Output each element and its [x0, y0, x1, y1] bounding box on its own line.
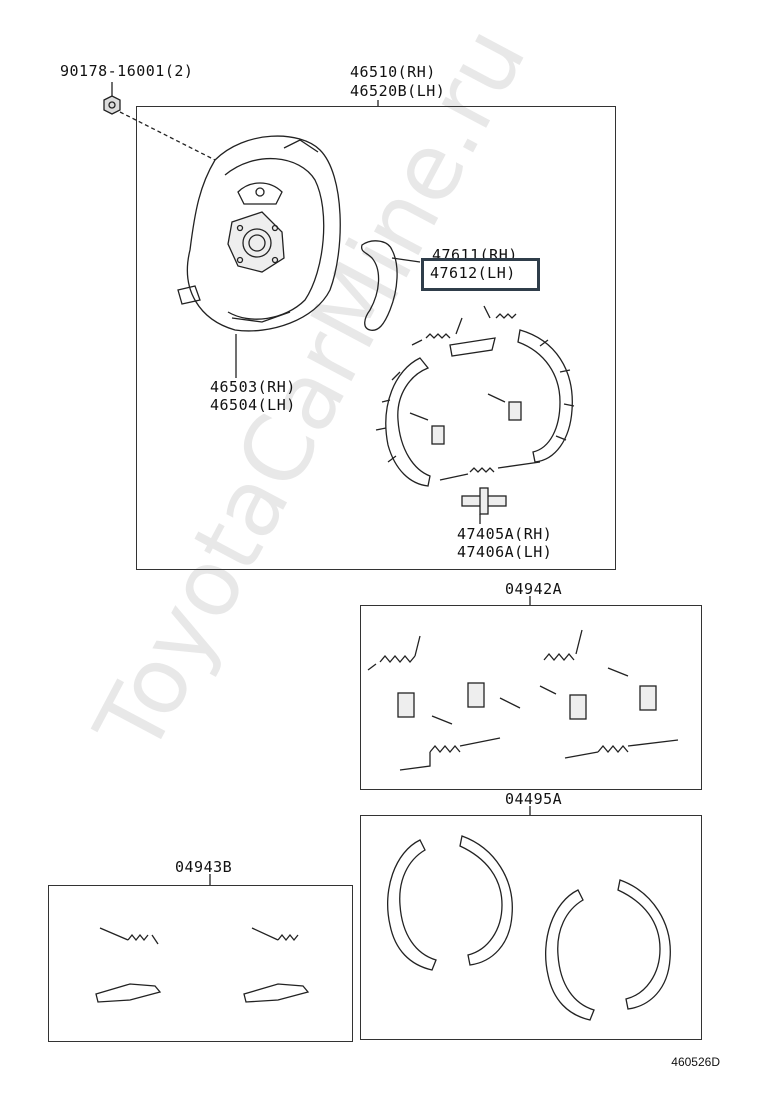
kit-small-strut-icon — [95, 983, 310, 1003]
lever-lh-number: 47612(LH) — [430, 264, 516, 282]
kit-small-spring-icon — [99, 927, 299, 945]
kit-spring-2-icon — [543, 629, 583, 662]
nut-part-number: 90178-16001(2) — [60, 62, 194, 80]
spring-upper-icon — [483, 305, 517, 319]
backing-plate-icon — [177, 135, 341, 332]
diagram-reference-code: 460526D — [671, 1055, 720, 1069]
shield-rh-number: 46503(RH) — [210, 378, 296, 396]
hold-down-cup-icon — [431, 401, 522, 445]
kit-shoe-pair-1-icon — [387, 835, 513, 971]
adjuster-rh-number: 47405A(RH) — [457, 525, 553, 543]
highlighted-part-box — [421, 258, 540, 291]
backing-plate-rh-number: 46510(RH) — [350, 63, 436, 81]
kit-small-number: 04943B — [175, 858, 233, 876]
nut-icon — [103, 95, 121, 115]
kit-lower-spring-icon — [399, 737, 679, 771]
lower-spring-icon — [439, 461, 541, 481]
kit-clip-icon — [397, 682, 657, 720]
return-spring-icon — [411, 317, 463, 346]
main-assembly-frame — [136, 106, 616, 570]
shield-lh-number: 46504(LH) — [210, 396, 296, 414]
kit-spring-icon — [367, 635, 421, 671]
brake-shoe-left-icon — [375, 357, 431, 487]
kit-shoe-pair-2-icon — [545, 879, 671, 1021]
strut-icon — [449, 337, 496, 357]
kit-04942a-frame — [360, 605, 702, 790]
adjuster-lh-number: 47406A(LH) — [457, 543, 553, 561]
parking-brake-lever-icon — [360, 240, 421, 331]
adjuster-icon — [461, 487, 507, 515]
brake-shoe-right-icon — [517, 329, 575, 463]
kit-04943b-frame — [48, 885, 353, 1042]
kit-shoes-number: 04495A — [505, 790, 563, 808]
hold-down-pin-icon — [409, 393, 506, 421]
kit-04495a-frame — [360, 815, 702, 1040]
backing-plate-lh-number: 46520B(LH) — [350, 82, 446, 100]
kit-springs-number: 04942A — [505, 580, 563, 598]
kit-pin-icon — [431, 667, 629, 725]
